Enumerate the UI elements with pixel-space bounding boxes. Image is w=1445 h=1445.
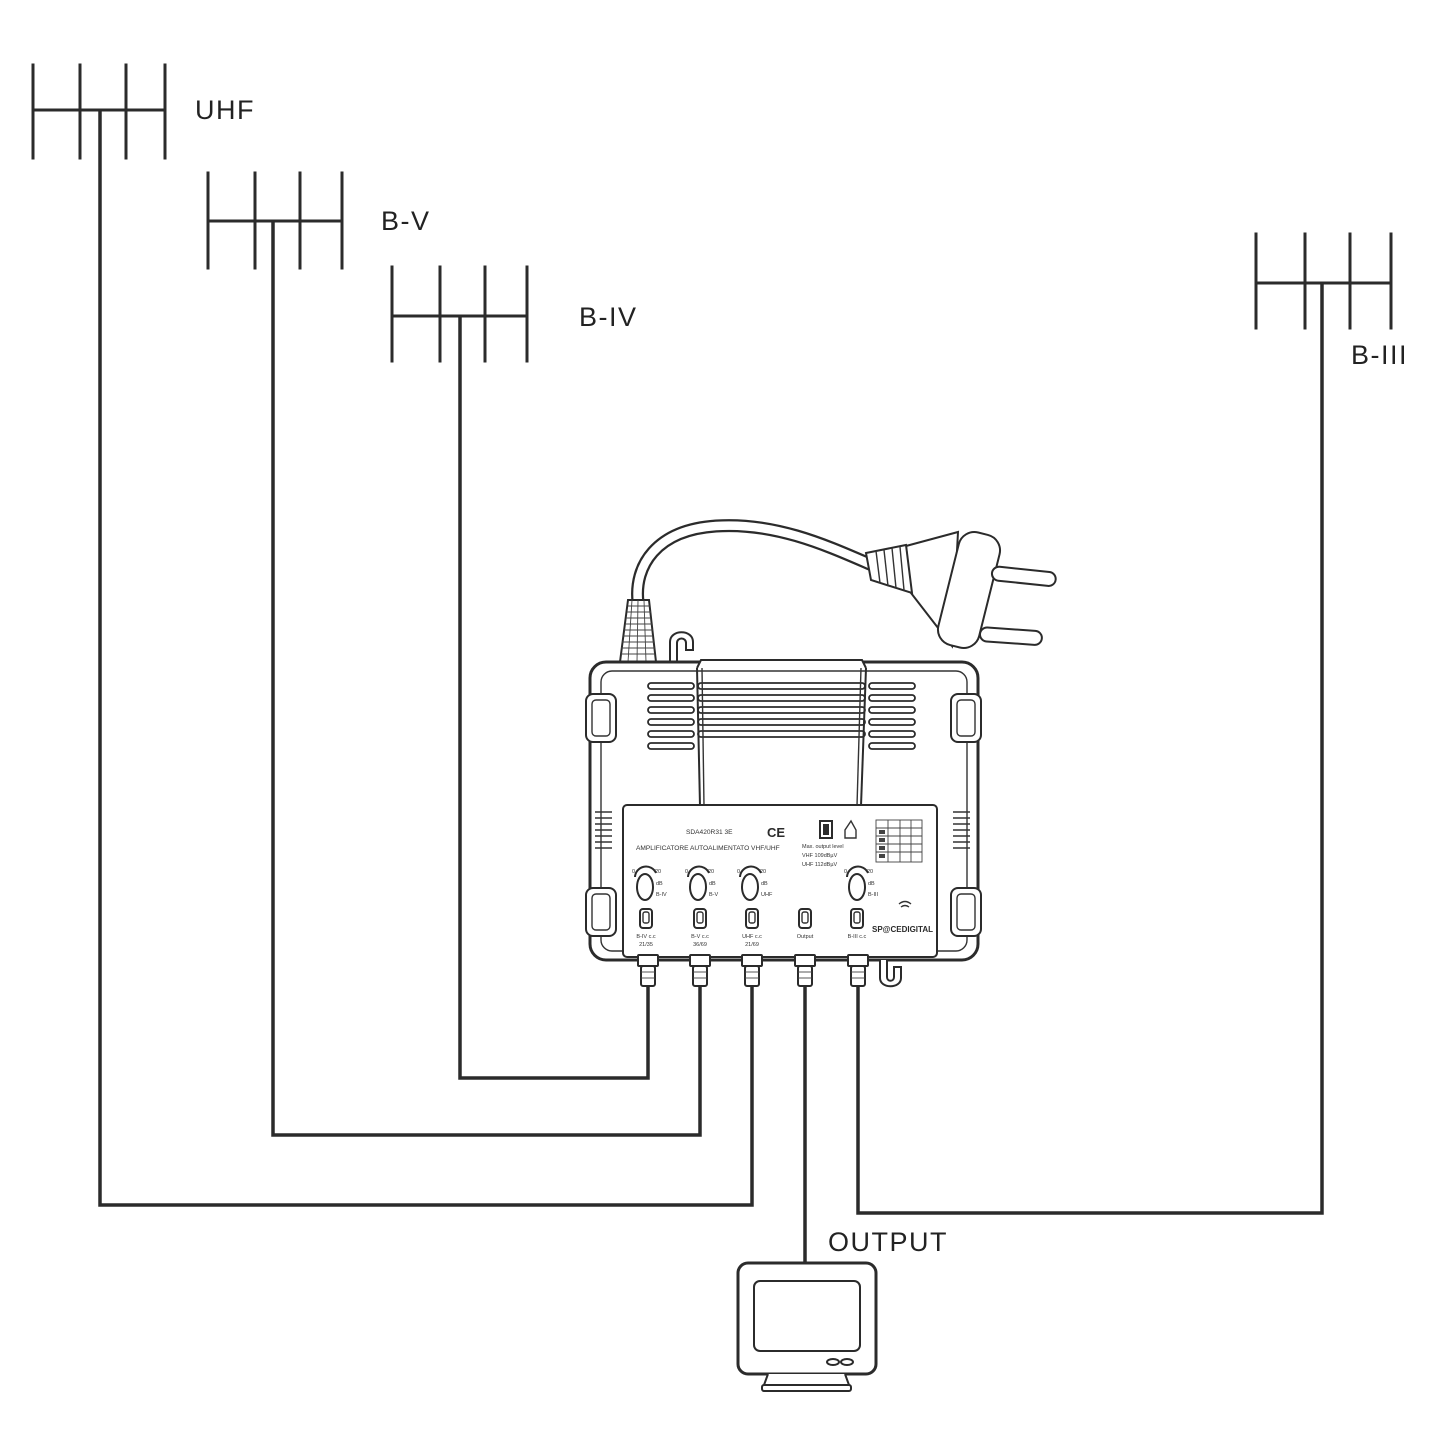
input-pad-b-iii: B-III c.c bbox=[848, 908, 867, 940]
antenna-b-iv-icon bbox=[390, 265, 529, 363]
signal-icon bbox=[898, 900, 912, 908]
label-output: OUTPUT bbox=[828, 1227, 948, 1257]
knob-band: UHF bbox=[761, 892, 773, 898]
knob-min: 0 bbox=[737, 869, 740, 875]
output-pad: Output bbox=[797, 908, 814, 940]
symbol-square-icon bbox=[819, 820, 833, 839]
connector-b-iv bbox=[637, 954, 659, 987]
input-label: B-V c.c bbox=[691, 934, 709, 940]
input-label: Output bbox=[797, 934, 814, 940]
side-grill-right bbox=[953, 811, 970, 849]
mounting-hook-bottom bbox=[879, 960, 902, 988]
input-channels: 21/69 bbox=[745, 942, 759, 948]
knob-max: 20 bbox=[655, 869, 661, 875]
connector-b-v bbox=[689, 954, 711, 987]
front-panel: SDA420R31 3E AMPLIFICATORE AUTOALIMENTAT… bbox=[622, 804, 938, 958]
knob-max: 20 bbox=[867, 869, 873, 875]
input-pad-uhf: UHF c.c 21/69 bbox=[742, 908, 762, 948]
input-pad-b-v: B-V c.c 36/69 bbox=[691, 908, 709, 948]
mounting-hook-top bbox=[669, 631, 694, 662]
knob-max: 20 bbox=[708, 869, 714, 875]
connector-b-iii bbox=[847, 954, 869, 987]
knob-band: B-III bbox=[868, 892, 879, 898]
gain-knob-b-iii: 0 20 dB B-III bbox=[844, 865, 879, 901]
amplifier-title: AMPLIFICATORE AUTOALIMENTATO VHF/UHF bbox=[636, 845, 780, 852]
cable-b-iii bbox=[856, 283, 1324, 1215]
power-plug-icon bbox=[864, 530, 1057, 649]
input-label: UHF c.c bbox=[742, 934, 762, 940]
side-grill-left bbox=[595, 811, 612, 849]
model-number: SDA420R31 3E bbox=[686, 829, 733, 836]
gain-knob-b-iv: 0 20 dB B-IV bbox=[632, 865, 667, 901]
gain-knob-b-v: 0 20 dB B-V bbox=[685, 865, 719, 901]
vhf-output-level: VHF 109dBµV bbox=[802, 853, 838, 859]
spec-table bbox=[875, 819, 923, 863]
input-channels: 36/69 bbox=[693, 942, 707, 948]
knob-unit: dB bbox=[709, 881, 716, 887]
label-uhf: UHF bbox=[195, 95, 255, 125]
knob-unit: dB bbox=[868, 881, 875, 887]
input-channels: 21/35 bbox=[639, 942, 653, 948]
max-output-label: Max. output level bbox=[802, 844, 844, 850]
gain-knob-uhf: 0 20 dB UHF bbox=[737, 865, 773, 901]
ce-mark: CE bbox=[767, 825, 785, 840]
antenna-b-v-icon bbox=[206, 171, 344, 270]
cable-b-v bbox=[271, 221, 702, 1137]
connector-output bbox=[794, 954, 816, 987]
knob-band: B-V bbox=[709, 892, 719, 898]
knob-max: 20 bbox=[760, 869, 766, 875]
label-b-iii: B-III bbox=[1351, 340, 1408, 370]
knob-min: 0 bbox=[632, 869, 635, 875]
knob-band: B-IV bbox=[656, 892, 667, 898]
knob-min: 0 bbox=[844, 869, 847, 875]
knob-unit: dB bbox=[761, 881, 768, 887]
television-icon bbox=[736, 1261, 878, 1392]
label-b-v: B-V bbox=[381, 206, 431, 236]
amplifier-unit: SDA420R31 3E AMPLIFICATORE AUTOALIMENTAT… bbox=[585, 659, 982, 988]
knob-min: 0 bbox=[685, 869, 688, 875]
brand-logo: SP@CEDIGITAL bbox=[872, 925, 933, 934]
input-label: B-III c.c bbox=[848, 934, 867, 940]
knob-unit: dB bbox=[656, 881, 663, 887]
power-cord bbox=[631, 519, 879, 609]
cable-b-iv bbox=[458, 316, 650, 1080]
symbol-drop-icon bbox=[844, 819, 857, 839]
uhf-output-level: UHF 112dBµV bbox=[802, 862, 837, 868]
cord-strain-relief bbox=[618, 599, 658, 663]
connector-uhf bbox=[741, 954, 763, 987]
cable-uhf bbox=[98, 110, 754, 1207]
label-b-iv: B-IV bbox=[579, 302, 638, 332]
input-label: B-IV c.c bbox=[636, 934, 656, 940]
input-pad-b-iv: B-IV c.c 21/35 bbox=[636, 908, 656, 948]
